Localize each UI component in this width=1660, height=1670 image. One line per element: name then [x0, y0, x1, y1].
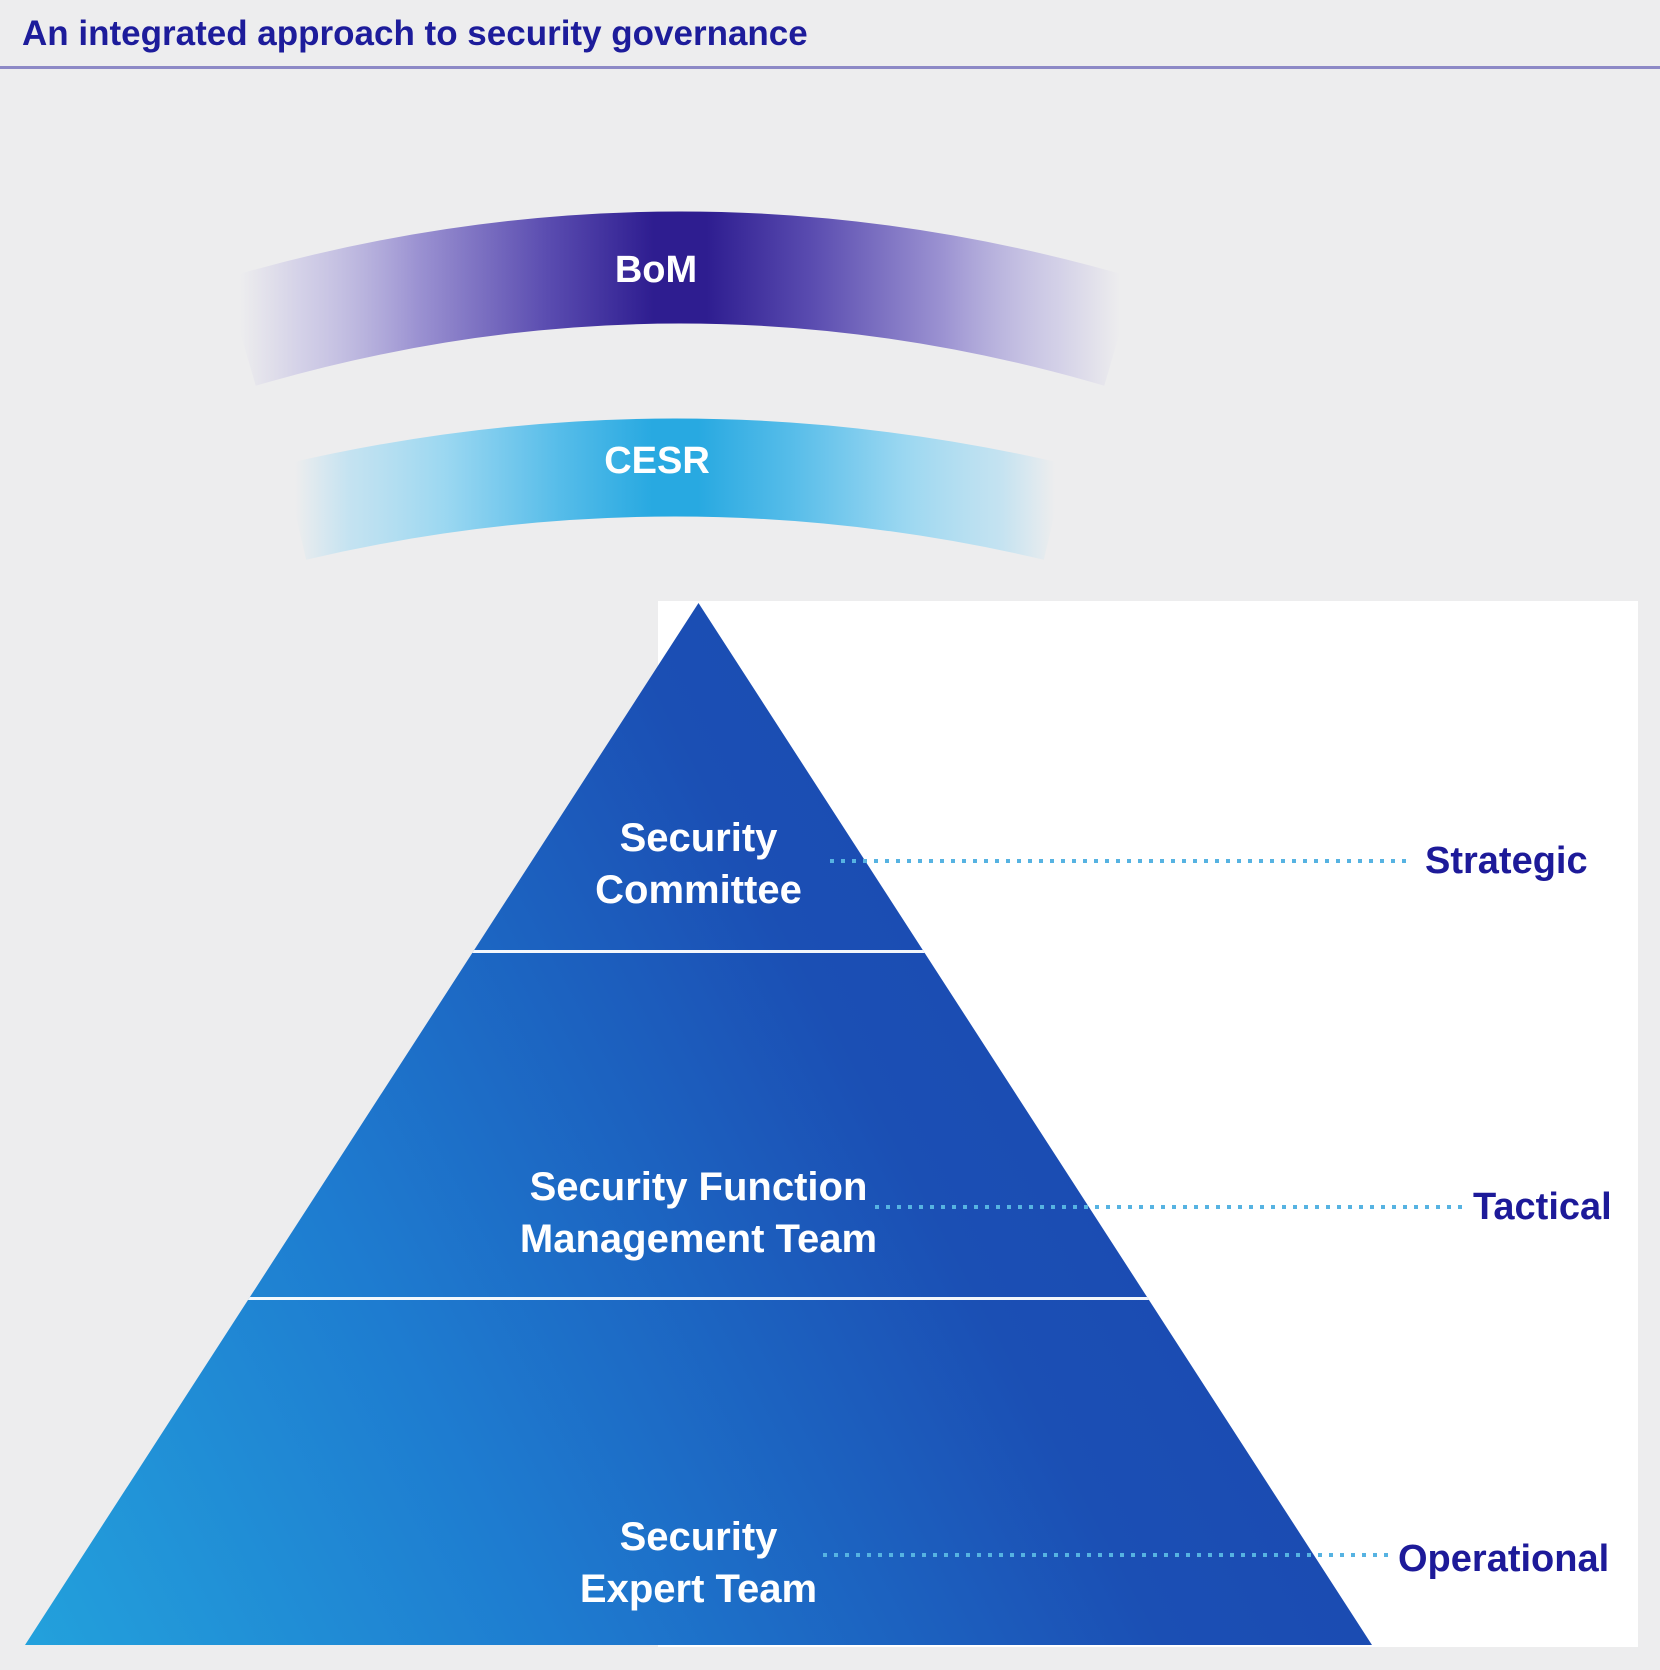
pyramid-level-tactical-label: Security Function Management Team: [25, 1161, 1372, 1265]
pyramid-level-strategic-label: Security Committee: [25, 812, 1372, 916]
level-line: Security: [619, 816, 778, 860]
level-separator-2: [25, 1297, 1372, 1300]
tier-label-operational: Operational: [1398, 1538, 1610, 1580]
cesr-arc-label: CESR: [604, 440, 710, 482]
level-line: Management Team: [519, 1217, 878, 1261]
level-line: Security Function: [529, 1165, 868, 1209]
title-divider: [0, 66, 1660, 69]
level-separator-1: [25, 950, 1372, 953]
level-line: Committee: [595, 868, 802, 912]
bom-arc-band: [224, 211, 1136, 386]
level-line: Security: [619, 1515, 778, 1559]
bom-arc-label: BoM: [614, 249, 698, 291]
cesr-arc-band: [283, 418, 1067, 560]
strategic-dotted-line: [830, 859, 1412, 863]
page-title: An integrated approach to security gover…: [22, 14, 808, 53]
level-line: Expert Team: [579, 1567, 818, 1611]
tactical-dotted-line: [875, 1205, 1465, 1209]
tier-label-strategic: Strategic: [1425, 840, 1588, 882]
operational-dotted-line: [823, 1553, 1392, 1557]
pyramid-level-operational-label: Security Expert Team: [25, 1511, 1372, 1615]
tier-label-tactical: Tactical: [1473, 1186, 1612, 1228]
governance-arcs: [224, 211, 1136, 560]
